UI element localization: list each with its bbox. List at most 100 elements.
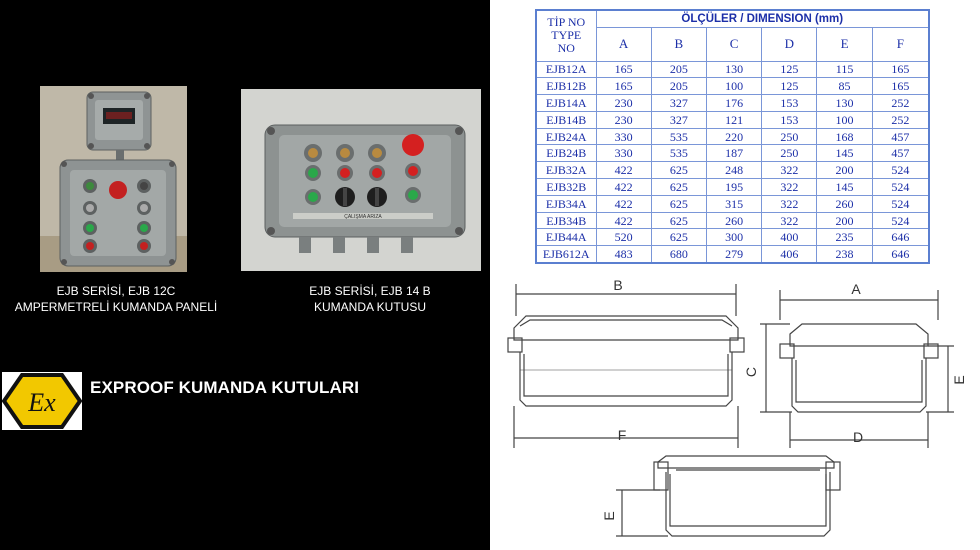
dimension-cell: 524 [871, 194, 930, 213]
dimension-label-a: A [851, 281, 861, 297]
dimension-cell: 625 [650, 161, 707, 180]
dimension-cell: 200 [816, 211, 873, 230]
dimension-cell: 115 [816, 60, 873, 79]
type-header: TİP NO TYPE NO [535, 9, 597, 62]
photo-control-box: ÇALIŞMA ARIZA [241, 89, 481, 271]
ex-logo: Ex [1, 372, 83, 430]
dimension-cell: 457 [871, 144, 930, 163]
dimension-cell: 400 [761, 228, 818, 247]
dimension-cell: 250 [761, 127, 818, 146]
dimension-cell: 230 [595, 110, 652, 129]
type-code-cell: EJB14A [535, 94, 597, 112]
type-header-line: TİP NO [547, 15, 586, 30]
dimension-cell: 330 [595, 144, 652, 163]
enclosure-drawings: B F A C E D E [507, 277, 967, 537]
type-code-cell: EJB34B [535, 211, 597, 230]
dimension-label-e: E [951, 375, 967, 384]
dimension-cell: 153 [761, 110, 818, 129]
dimension-cell: 252 [871, 110, 930, 129]
dimension-cell: 300 [705, 228, 763, 247]
dimension-cell: 422 [595, 178, 652, 196]
dimension-label-c: C [743, 367, 759, 377]
dimension-cell: 165 [871, 60, 930, 79]
technical-drawings: B F A C E D E [490, 272, 980, 550]
photo-ammeter-panel [40, 86, 187, 272]
dimension-cell: 220 [705, 127, 763, 146]
type-code-cell: EJB32A [535, 161, 597, 180]
dimension-cell: 422 [595, 161, 652, 180]
type-header-line: TYPE [551, 28, 582, 43]
section-view-drawing [616, 455, 841, 537]
caption-line: EJB SERİSİ, EJB 12C [56, 284, 176, 298]
dimension-cell: 422 [595, 211, 652, 230]
dimension-label-f: F [618, 427, 627, 443]
table-header-row: TİP NO TYPE NO ÖLÇÜLER / DIMENSION (mm) [535, 9, 930, 62]
type-code-cell: EJB44A [535, 228, 597, 247]
dimension-label-d: D [853, 429, 863, 445]
dimension-cell: 524 [871, 211, 930, 230]
dimension-cell: 145 [816, 178, 873, 196]
dimension-cell: 230 [595, 94, 652, 112]
ex-logo-text: Ex [27, 388, 56, 417]
caption-line: KUMANDA KUTUSU [313, 300, 426, 314]
type-header-line: NO [557, 41, 575, 56]
dimension-cell: 130 [816, 94, 873, 112]
dimension-cell: 165 [595, 60, 652, 79]
type-code-cell: EJB32B [535, 178, 597, 196]
dimension-cell: 200 [816, 161, 873, 180]
column-header-d: D [761, 26, 818, 62]
dimension-cell: 260 [705, 211, 763, 230]
dimension-cell: 205 [650, 77, 707, 96]
dimension-cell: 327 [650, 94, 707, 112]
dimension-cell: 406 [761, 245, 818, 264]
dimension-cell: 625 [650, 178, 707, 196]
type-code-cell: EJB612A [535, 245, 597, 264]
dimension-cell: 422 [595, 194, 652, 213]
dimension-cell: 165 [871, 77, 930, 96]
type-code-cell: EJB12B [535, 77, 597, 96]
dimension-cell: 322 [761, 194, 818, 213]
dimension-cell: 330 [595, 127, 652, 146]
column-header-c: C [705, 26, 763, 62]
front-view-drawing [507, 284, 745, 448]
dimension-cell: 130 [705, 60, 763, 79]
column-header-b: B [650, 26, 707, 62]
type-code-cell: EJB24B [535, 144, 597, 163]
ex-hexagon-icon: Ex [1, 373, 83, 429]
dimension-cell: 100 [705, 77, 763, 96]
dimension-cell: 535 [650, 144, 707, 163]
dimension-cell: 238 [816, 245, 873, 264]
dimension-cell: 235 [816, 228, 873, 247]
dimension-cell: 250 [761, 144, 818, 163]
dimension-cell: 625 [650, 194, 707, 213]
left-panel: ÇALIŞMA ARIZA EJB SERİSİ, EJB 12C AMPERM… [0, 0, 490, 550]
caption-line: EJB SERİSİ, EJB 14 B [309, 284, 431, 298]
dimension-cell: 279 [705, 245, 763, 264]
dimension-cell: 125 [761, 60, 818, 79]
dimension-cell: 125 [761, 77, 818, 96]
dimension-cell: 100 [816, 110, 873, 129]
type-code-cell: EJB24A [535, 127, 597, 146]
control-box-illustration: ÇALIŞMA ARIZA [241, 89, 481, 271]
dimension-cell: 457 [871, 127, 930, 146]
dimension-cell: 315 [705, 194, 763, 213]
column-header-f: F [871, 26, 930, 62]
type-code-cell: EJB14B [535, 110, 597, 129]
dimension-cell: 483 [595, 245, 652, 264]
dimension-cell: 205 [650, 60, 707, 79]
dimension-cell: 195 [705, 178, 763, 196]
dimension-cell: 252 [871, 94, 930, 112]
